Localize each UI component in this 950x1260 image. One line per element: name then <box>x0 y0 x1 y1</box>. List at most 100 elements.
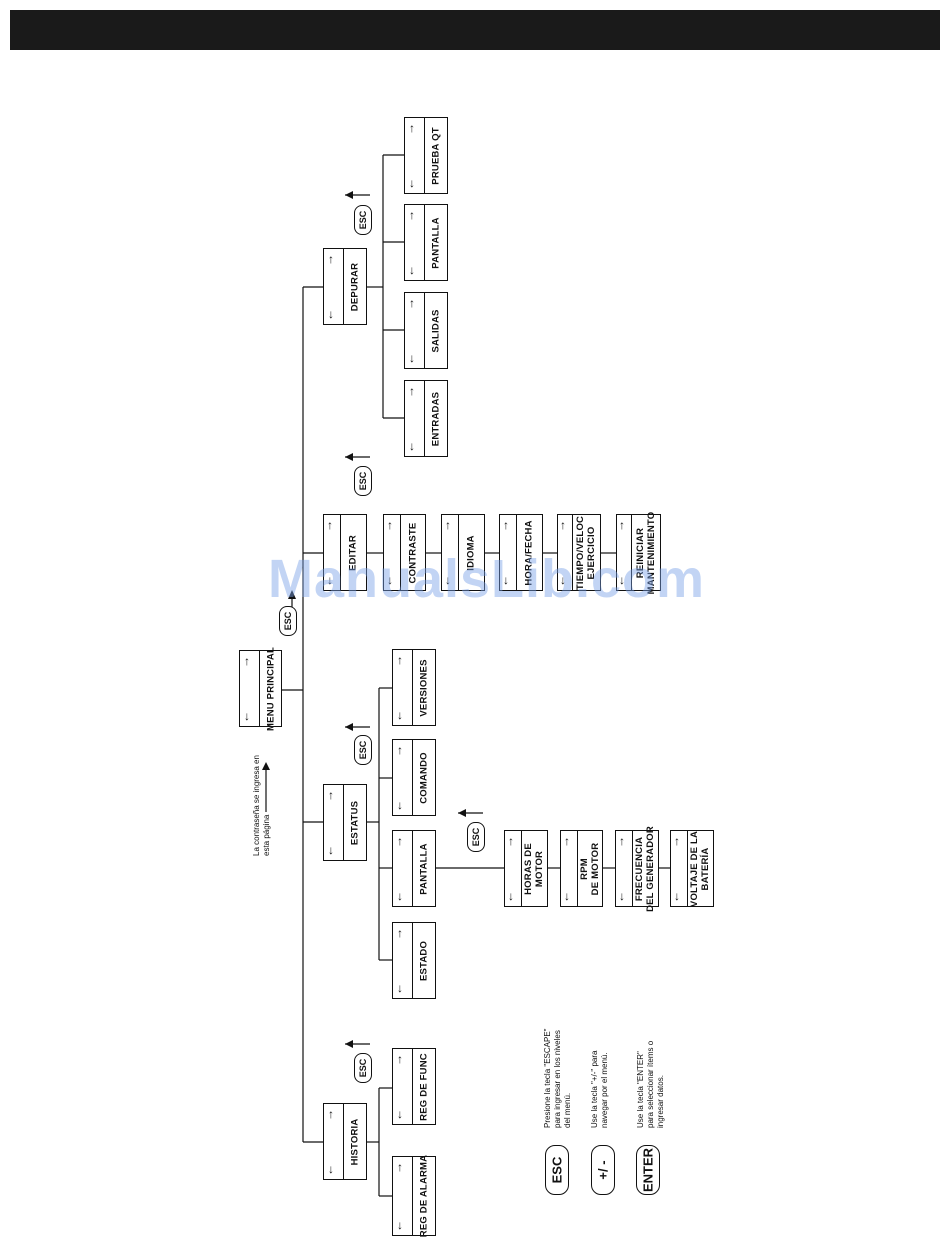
estado-label: ESTADO <box>418 940 430 981</box>
frecuencia-box[interactable]: ↑ ↓ FRECUENCIA DEL GENERADOR <box>615 826 659 911</box>
arrow-up-icon: ↑ <box>397 834 403 848</box>
entradas-label: ENTRADAS <box>430 391 442 446</box>
arrow-down-icon: ↓ <box>560 573 566 587</box>
salidas-box[interactable]: ↑ ↓ SALIDAS <box>404 292 448 369</box>
arrow-down-icon: ↓ <box>397 708 403 722</box>
prueba-qt-box[interactable]: ↑ ↓ PRUEBA QT <box>404 117 448 194</box>
horas-motor-label: HORAS DE MOTOR <box>523 842 545 895</box>
arrow-up-icon: ↑ <box>409 296 415 310</box>
watermark: ManualsLib.com <box>268 549 706 609</box>
arrow-down-icon: ↓ <box>397 1218 403 1232</box>
pantalla-estatus-box[interactable]: ↑ ↓ PANTALLA <box>392 830 436 907</box>
legend-esc-text: Presione la tecla "ESCAPE" para ingresar… <box>543 1028 572 1128</box>
esc-badge-historia: ESC <box>354 1053 372 1083</box>
arrow-up-icon: ↑ <box>397 1160 403 1174</box>
depurar-label: DEPURAR <box>349 262 361 311</box>
depurar-box[interactable]: ↑ ↓ DEPURAR <box>323 248 367 325</box>
hora-fecha-box[interactable]: ↑ ↓ HORA/FECHA <box>499 514 543 591</box>
arrow-up-icon: ↑ <box>328 788 334 802</box>
arrow-down-icon: ↓ <box>564 889 570 903</box>
arrow-up-icon: ↑ <box>409 384 415 398</box>
arrow-down-icon: ↓ <box>674 889 680 903</box>
arrow-up-icon: ↑ <box>328 252 334 266</box>
estatus-box[interactable]: ↑ ↓ ESTATUS <box>323 784 367 861</box>
arrow-up-icon: ↑ <box>409 121 415 135</box>
arrow-up-icon: ↑ <box>397 653 403 667</box>
arrow-up-icon: ↑ <box>244 654 250 668</box>
header-bar <box>10 10 940 50</box>
esc-badge-pantalla: ESC <box>467 822 485 852</box>
arrow-down-icon: ↓ <box>409 351 415 365</box>
arrow-up-icon: ↑ <box>564 834 570 848</box>
esc-badge-estatus: ESC <box>354 735 372 765</box>
reiniciar-box[interactable]: ↑ ↓ REINICIAR MANTENIMIENTO <box>616 511 661 594</box>
esc-badge-depurar: ESC <box>354 205 372 235</box>
arrow-down-icon: ↓ <box>327 573 333 587</box>
pantalla-depurar-box[interactable]: ↑ ↓ PANTALLA <box>404 204 448 281</box>
arrow-up-icon: ↑ <box>560 518 566 532</box>
prueba-qt-label: PRUEBA QT <box>430 126 442 185</box>
rpm-motor-box[interactable]: ↑ ↓ RPM DE MOTOR <box>560 830 603 907</box>
comando-label: COMANDO <box>418 751 430 804</box>
menu-principal-label: MENU PRINCIPAL <box>265 646 276 731</box>
arrow-up-icon: ↑ <box>397 926 403 940</box>
arrow-down-icon: ↓ <box>244 709 250 723</box>
editar-box[interactable]: ↑ ↓ EDITAR <box>323 514 367 591</box>
arrow-down-icon: ↓ <box>397 798 403 812</box>
historia-box[interactable]: ↑ ↓ HISTORIA <box>323 1103 367 1180</box>
reg-func-box[interactable]: ↑ ↓ REG DE FUNC <box>392 1048 436 1125</box>
entradas-box[interactable]: ↑ ↓ ENTRADAS <box>404 380 448 457</box>
arrow-up-icon: ↑ <box>397 1052 403 1066</box>
rpm-motor-label: RPM DE MOTOR <box>578 842 601 895</box>
estado-box[interactable]: ↑ ↓ ESTADO <box>392 922 436 999</box>
arrow-down-icon: ↓ <box>328 307 334 321</box>
estatus-label: ESTATUS <box>349 800 361 845</box>
pantalla-depurar-label: PANTALLA <box>430 216 442 269</box>
historia-label: HISTORIA <box>349 1118 361 1165</box>
reg-alarma-box[interactable]: ↑ ↓ REG DE ALARMA <box>392 1154 436 1238</box>
arrow-up-icon: ↑ <box>445 518 451 532</box>
salidas-label: SALIDAS <box>430 308 442 353</box>
pantalla-estatus-label: PANTALLA <box>418 842 430 895</box>
versiones-label: VERSIONES <box>418 658 430 717</box>
tiempo-veloc-box[interactable]: ↑ ↓ TIEMPO/VELOC EJERCICIO <box>557 514 601 591</box>
reg-alarma-label: REG DE ALARMA <box>418 1154 430 1238</box>
password-note: La contraseña se ingresa en esta página <box>252 755 271 856</box>
arrow-down-icon: ↓ <box>328 1162 334 1176</box>
arrow-up-icon: ↑ <box>387 518 393 532</box>
arrow-down-icon: ↓ <box>397 889 403 903</box>
contraste-box[interactable]: ↑ ↓ CONTRASTE <box>383 514 426 591</box>
arrow-up-icon: ↑ <box>619 834 625 848</box>
legend-plusminus-text: Use la tecla "+/-" para navegar por el m… <box>590 1050 609 1129</box>
legend-enter-text: Use la tecla "ENTER" para seleccionar ít… <box>636 1040 665 1128</box>
arrow-up-icon: ↑ <box>503 518 509 532</box>
idioma-box[interactable]: ↑ ↓ IDIOMA <box>441 514 485 591</box>
esc-badge-editar: ESC <box>354 466 372 496</box>
horas-motor-box[interactable]: ↑ ↓ HORAS DE MOTOR <box>504 830 548 907</box>
frecuencia-label: FRECUENCIA DEL GENERADOR <box>634 825 656 912</box>
arrow-down-icon: ↓ <box>445 573 451 587</box>
legend-enter-key: ENTER <box>636 1145 660 1195</box>
arrow-down-icon: ↓ <box>387 573 393 587</box>
arrow-down-icon: ↓ <box>409 439 415 453</box>
arrow-up-icon: ↑ <box>619 518 625 532</box>
versiones-box[interactable]: ↑ ↓ VERSIONES <box>392 649 436 726</box>
voltaje-box[interactable]: ↑ ↓ VOLTAJE DE LA BATERÍA <box>670 830 714 907</box>
arrow-down-icon: ↓ <box>503 573 509 587</box>
legend-plusminus-key: +/ - <box>591 1145 615 1195</box>
arrow-down-icon: ↓ <box>328 843 334 857</box>
arrow-down-icon: ↓ <box>397 1107 403 1121</box>
arrow-down-icon: ↓ <box>619 573 625 587</box>
arrow-down-icon: ↓ <box>619 889 625 903</box>
arrow-up-icon: ↑ <box>674 834 680 848</box>
arrow-down-icon: ↓ <box>409 263 415 277</box>
arrow-up-icon: ↑ <box>328 1107 334 1121</box>
comando-box[interactable]: ↑ ↓ COMANDO <box>392 739 436 816</box>
reg-func-label: REG DE FUNC <box>418 1052 430 1121</box>
arrow-down-icon: ↓ <box>397 981 403 995</box>
menu-principal-box[interactable]: ↑ ↓ MENU PRINCIPAL <box>239 647 282 730</box>
legend-esc-key: ESC <box>545 1145 569 1195</box>
arrow-down-icon: ↓ <box>508 889 514 903</box>
arrow-up-icon: ↑ <box>397 743 403 757</box>
